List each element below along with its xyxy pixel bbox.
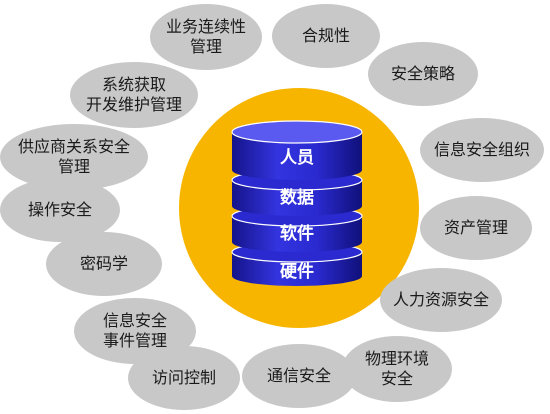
domain-cryptography: 密码学 xyxy=(46,232,162,296)
domain-communications-security: 通信安全 xyxy=(242,344,356,408)
layer-label-data: 数据 xyxy=(280,188,314,208)
domain-infosec-organization: 信息安全组织 xyxy=(420,118,544,182)
layer-label-hardware: 硬件 xyxy=(280,262,314,282)
domain-physical-security: 物理环境 安全 xyxy=(342,336,452,402)
domain-compliance: 合规性 xyxy=(272,4,380,68)
domain-security-policy: 安全策略 xyxy=(368,42,478,106)
domain-asset-management: 资产管理 xyxy=(420,196,532,260)
layer-label-people: 人员 xyxy=(280,148,314,168)
domain-hr-security: 人力资源安全 xyxy=(380,268,502,332)
domain-system-acquisition: 系统获取 开发维护管理 xyxy=(70,62,198,128)
domain-business-continuity: 业务连续性 管理 xyxy=(150,4,262,70)
domain-access-control: 访问控制 xyxy=(128,346,240,410)
domain-operations-security: 操作安全 xyxy=(0,178,120,242)
layer-label-software: 软件 xyxy=(280,224,314,244)
db-layer-people xyxy=(231,120,363,180)
